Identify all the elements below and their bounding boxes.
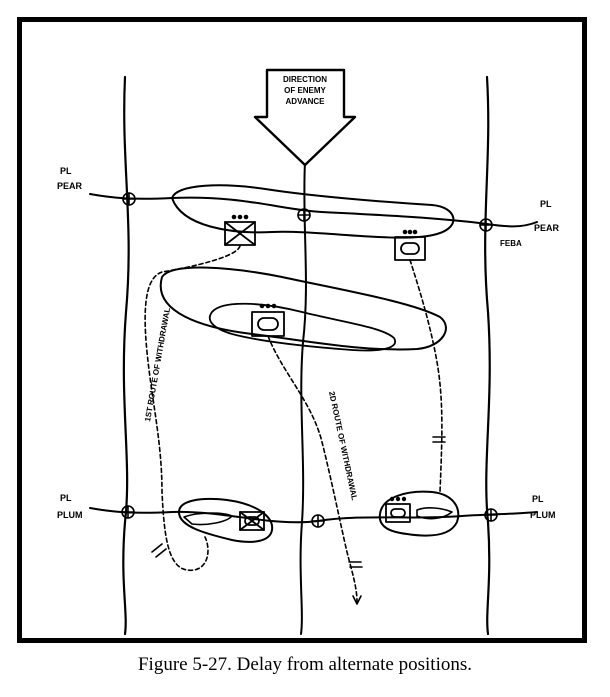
arrow-text-line2: OF ENEMY (284, 86, 326, 95)
left-boundary-line (122, 75, 130, 636)
intersection-marker-pear-center (297, 208, 311, 222)
feba-label: FEBA (500, 239, 522, 248)
battle-position-plum-left-inner (183, 512, 233, 526)
unit-symbol-mech-plum-left (239, 511, 265, 531)
phase-line-pear (89, 193, 538, 228)
unit-symbol-armor-pear-right (394, 229, 426, 261)
intersection-marker-plum-right (484, 508, 498, 522)
pl-pear-right-label-1: PL (540, 199, 552, 209)
pl-pear-left-label-2: PEAR (57, 181, 83, 191)
pl-plum-left-label-1: PL (60, 493, 72, 503)
intersection-marker-plum-left (121, 505, 135, 519)
first-route-label: 1ST ROUTE OF WITHDRAWAL (143, 307, 172, 422)
pl-plum-right-label-2: PLUM (530, 510, 556, 520)
center-boundary-line (299, 161, 307, 635)
pl-plum-left-label-2: PLUM (57, 510, 83, 520)
phase-line-plum (89, 507, 538, 524)
route-crossing-ticks-center (348, 561, 363, 568)
battle-position-plum-left-outline (177, 497, 274, 543)
unit-symbol-armor-middle (251, 303, 285, 337)
right-boundary-line (484, 75, 491, 636)
unit-symbol-infantry-pear-left (224, 214, 256, 246)
second-route-of-withdrawal-line (267, 335, 358, 603)
route-crossing-ticks-right (432, 436, 446, 443)
route-end-arrow (352, 595, 362, 605)
battle-position-plum-right-outline (378, 490, 460, 537)
arrow-text-line3: ADVANCE (286, 97, 326, 106)
pl-pear-left-label-1: PL (60, 166, 72, 176)
intersection-marker-pear-right (479, 218, 493, 232)
first-route-of-withdrawal-line (144, 245, 241, 571)
right-route-line (409, 259, 443, 493)
pl-pear-right-label-2: PEAR (534, 223, 560, 233)
route-crossing-ticks-left (151, 543, 167, 558)
unit-symbol-armor-plum-right (385, 496, 411, 523)
tactical-diagram: DIRECTION OF ENEMY ADVANCE PL PEAR PL PE… (57, 68, 560, 636)
battle-position-middle-outline (159, 266, 447, 351)
intersection-marker-plum-center (311, 514, 325, 528)
enemy-advance-arrow (253, 68, 357, 167)
intersection-marker-pear-left (122, 192, 136, 206)
pl-plum-right-label-1: PL (532, 494, 544, 504)
battle-position-middle-inner-outline (208, 302, 397, 352)
arrow-text-line1: DIRECTION (283, 75, 327, 84)
diagram-frame: DIRECTION OF ENEMY ADVANCE PL PEAR PL PE… (17, 17, 587, 643)
figure-caption: Figure 5-27. Delay from alternate positi… (137, 654, 472, 675)
battle-position-plum-right-inner (416, 507, 453, 520)
